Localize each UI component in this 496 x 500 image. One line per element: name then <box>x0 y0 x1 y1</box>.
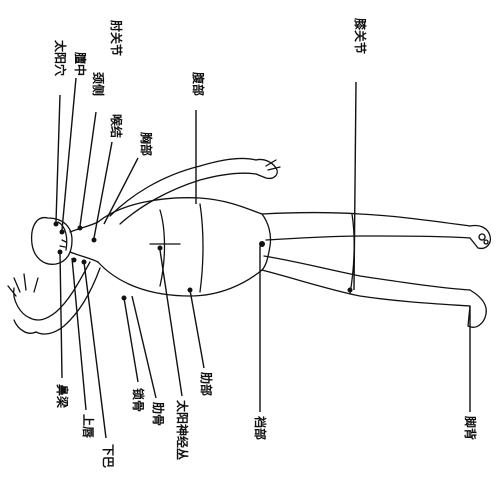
human-figure <box>8 158 490 334</box>
label-leigu: 肋骨 <box>151 402 166 426</box>
marker-taiyangshenjingcong <box>158 246 163 251</box>
figure-detail-lines <box>150 204 354 294</box>
label-jingbu: 颈侧 <box>91 71 106 96</box>
label-shanzhong: 膻中 <box>73 52 88 76</box>
marker-xiguanjie <box>348 288 353 293</box>
label-jiaobei: 脚背 <box>463 416 478 440</box>
labels: 太阳穴 膻中 颈侧 肘关节 喉结 胸部 腹部 膝关节 鼻梁 上唇 下巴 锁骨 肋… <box>53 18 478 468</box>
figure-upper-leg <box>262 213 470 241</box>
figure-upper-foot <box>470 225 490 248</box>
label-bizheng: 鼻梁 <box>55 384 70 408</box>
label-dangbu: 裆部 <box>253 416 268 440</box>
label-xiaba: 下巴 <box>101 444 115 468</box>
figure-lower-leg <box>262 256 470 306</box>
label-xiguanjie: 膝关节 <box>353 18 368 54</box>
figure-lower-foot <box>468 290 486 327</box>
figure-head <box>32 218 72 265</box>
marker-shanzhong <box>60 230 65 235</box>
label-zhouguanjie: 肘关节 <box>109 20 124 56</box>
label-suogu: 锁骨 <box>131 388 146 412</box>
figure-upper-arm <box>110 158 256 224</box>
marker-taiyang <box>54 222 59 227</box>
label-houjie: 喉结 <box>109 114 124 138</box>
label-shangchun: 上唇 <box>81 414 96 439</box>
figure-upper-hand <box>256 159 280 178</box>
marker-jingbu <box>78 226 83 231</box>
figure-torso <box>98 198 262 296</box>
label-leibu: 肋部 <box>199 372 214 396</box>
label-xiongbu: 胸部 <box>139 132 154 156</box>
marker-houjie <box>92 238 97 243</box>
figure-lower-hand <box>8 274 38 333</box>
label-fubu: 腹部 <box>191 72 206 96</box>
figure-lower-arm <box>30 262 100 334</box>
label-taiyangshenjingcong: 太阳神经丛 <box>175 400 190 460</box>
label-taiyang: 太阳穴 <box>53 40 68 76</box>
